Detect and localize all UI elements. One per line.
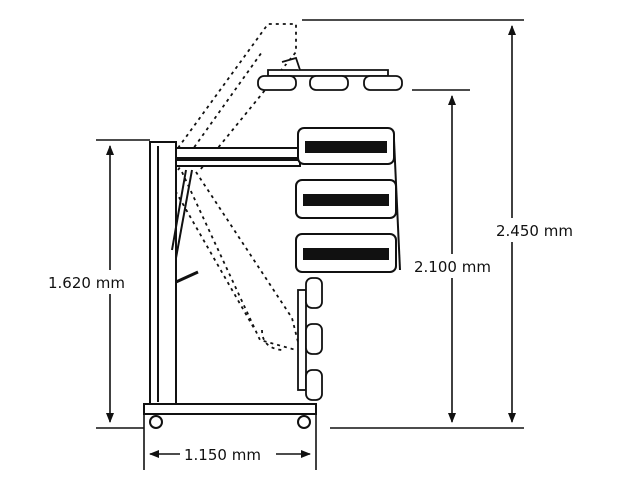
main-lamp-heads: [295, 127, 401, 273]
lowered-lamp-heads: [297, 277, 323, 401]
horizontal-arm: [171, 147, 301, 284]
stand-base: [143, 403, 317, 429]
dimension-lines: [96, 19, 524, 470]
max-height-label: 2.450 mm: [496, 222, 573, 240]
upper-lamp-heads: [257, 56, 403, 91]
width-label: 1.150 mm: [184, 446, 261, 464]
stand-column: [149, 141, 177, 407]
stand-height-label: 1.620 mm: [48, 274, 125, 292]
mid-height-label: 2.100 mm: [414, 258, 491, 276]
